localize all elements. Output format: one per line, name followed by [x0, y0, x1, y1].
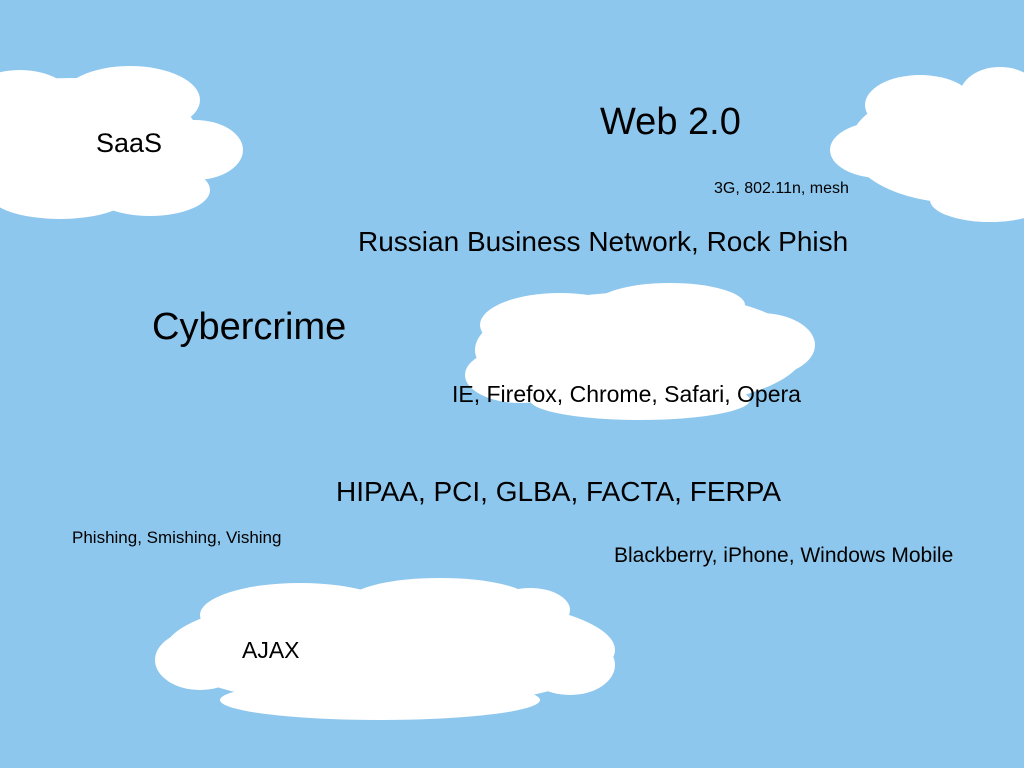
term-browsers: IE, Firefox, Chrome, Safari, Opera: [452, 381, 801, 407]
term-web2: Web 2.0: [600, 101, 741, 143]
term-saas: SaaS: [96, 128, 163, 158]
term-phishing: Phishing, Smishing, Vishing: [72, 528, 282, 547]
term-compliance: HIPAA, PCI, GLBA, FACTA, FERPA: [336, 476, 781, 507]
term-rbn: Russian Business Network, Rock Phish: [358, 226, 849, 257]
term-wireless: 3G, 802.11n, mesh: [714, 180, 849, 197]
term-cybercrime: Cybercrime: [152, 306, 347, 348]
cloud-middle: [465, 283, 815, 420]
term-mobile: Blackberry, iPhone, Windows Mobile: [614, 544, 954, 567]
term-ajax: AJAX: [242, 637, 300, 663]
cloud-bottom: [155, 578, 615, 720]
cloud-top-left: [0, 66, 243, 219]
cloud-top-right: [830, 67, 1024, 222]
